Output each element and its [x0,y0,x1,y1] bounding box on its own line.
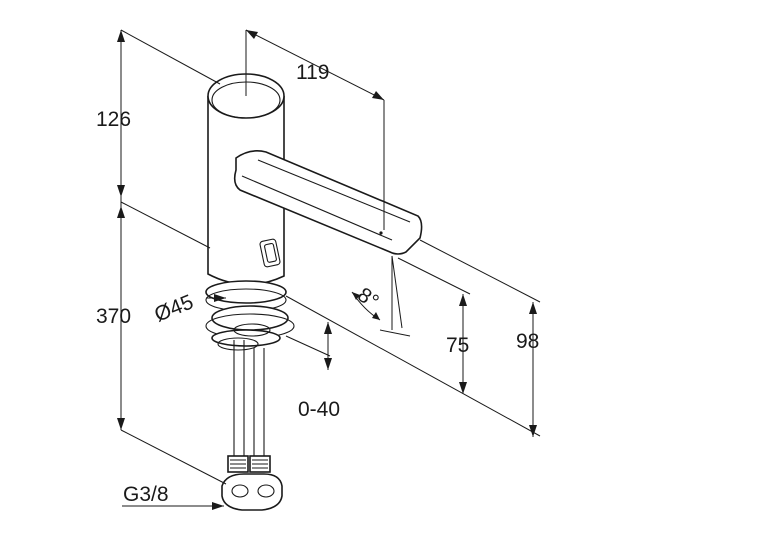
connection-nut [221,473,283,511]
dim-height-top: 126 [96,108,131,131]
dim-spout-angle: 8° [353,283,383,313]
dim-height-total: 370 [96,305,131,328]
dim-height-75: 75 [446,334,469,357]
dim-height-98: 98 [516,330,539,353]
dim-spout-reach: 119 [296,61,329,84]
dimension-lines [117,29,541,510]
faucet-spout [233,150,423,255]
sensor-window [259,238,281,268]
dim-connection-thread: G3/8 [123,483,169,506]
supply-hoses [221,340,283,511]
dim-adjust-range: 0-40 [298,398,340,421]
dim-diameter: Ø45 [151,290,196,326]
mounting-hardware [205,280,295,351]
